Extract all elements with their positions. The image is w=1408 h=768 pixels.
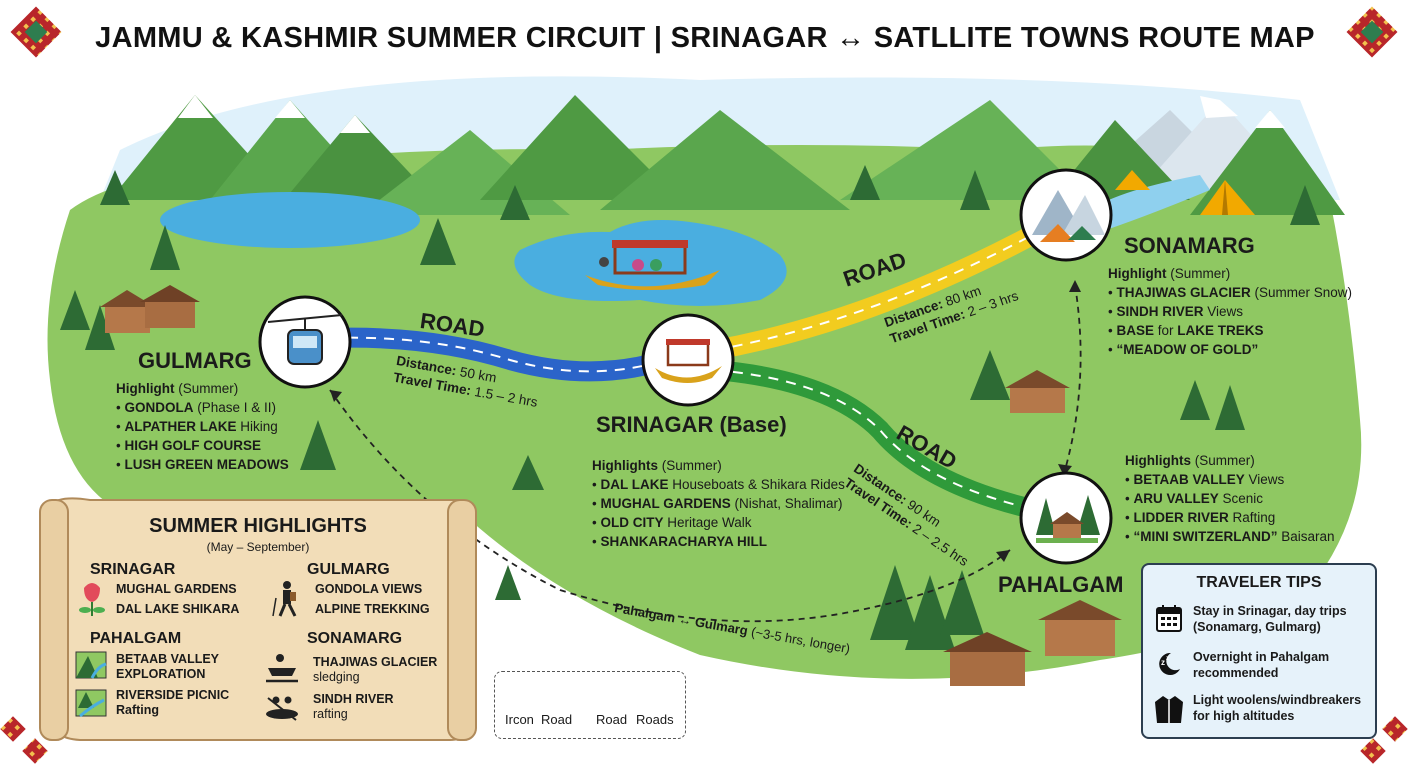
map-legend [494, 671, 686, 739]
scroll-item: THAJIWAS GLACIER sledging [313, 655, 438, 684]
traveler-tips-title: TRAVELER TIPS [1196, 574, 1322, 591]
forest-cabin-icon[interactable] [1019, 471, 1113, 565]
highlight-title: Highlight [116, 381, 175, 396]
scroll-item: SINDH RIVER rafting [313, 692, 394, 721]
corner-ornament-top-left-icon [10, 6, 62, 58]
road-srinagar-sonamarg [705, 210, 1070, 360]
gondola-icon[interactable] [258, 295, 352, 389]
list-item: HIGH GOLF COURSE [116, 436, 289, 455]
shikara-boat-on-lake [585, 240, 720, 290]
scroll-section-gulmarg: GULMARG [307, 561, 390, 578]
list-item: ARU VALLEY Scenic [1125, 489, 1335, 508]
list-item: ALPATHER LAKE Hiking [116, 417, 289, 436]
legend-label: Ircon [505, 712, 534, 727]
list-item: THAJIWAS GLACIER (Summer Snow) [1108, 283, 1352, 302]
scroll-section-srinagar: SRINAGAR [90, 561, 176, 578]
road-srinagar-pahalgam [705, 360, 1070, 525]
highlights-gulmarg: Highlight (Summer) GONDOLA (Phase I & II… [116, 379, 289, 474]
raft-icon [266, 696, 298, 721]
highlight-title: Highlights [1125, 453, 1191, 468]
tents [1115, 170, 1255, 215]
tulip-icon [79, 583, 105, 616]
highlight-season: (Summer) [661, 458, 722, 473]
lake-left [160, 192, 420, 248]
highlight-season: (Summer) [178, 381, 239, 396]
highlight-season: (Summer) [1170, 266, 1231, 281]
scroll-item: DAL LAKE SHIKARA [116, 602, 240, 616]
highlights-pahalgam: Highlights (Summer) BETAAB VALLEY Views … [1125, 451, 1335, 546]
summer-highlights-scroll [39, 497, 477, 741]
river [1082, 175, 1210, 232]
svg-text:z: z [1166, 656, 1169, 662]
list-item: OLD CITY Heritage Walk [592, 513, 845, 532]
scroll-item: MUGHAL GARDENS [116, 582, 237, 596]
traveler-tips-panel: TRAVELER TIPS Stay in Srinagar, day trip… [1141, 563, 1377, 739]
route-sonamarg-pahalgam [1064, 284, 1082, 471]
highlight-title: Highlights [592, 458, 658, 473]
list-item: GONDOLA (Phase I & II) [116, 398, 289, 417]
town-name-gulmarg: GULMARG [138, 348, 252, 373]
pine-trees [60, 165, 1320, 650]
svg-text:z: z [1161, 658, 1165, 667]
corner-ornament-top-right-icon [1346, 6, 1398, 58]
river-icon [75, 689, 107, 718]
scroll-section-sonamarg: SONAMARG [307, 630, 403, 647]
hiker-icon [272, 581, 297, 617]
jacket-icon [1155, 696, 1183, 723]
list-item: SINDH RIVER Views [1108, 302, 1352, 321]
tip-item: Overnight in Pahalgam recommended [1193, 650, 1330, 680]
list-item: LUSH GREEN MEADOWS [116, 455, 288, 474]
road-srinagar-gulmarg [320, 327, 690, 382]
summer-highlights-title: SUMMER HIGHLIGHTS [149, 515, 367, 537]
legend-label: Roads [636, 712, 674, 727]
scroll-item: GONDOLA VIEWS [315, 582, 423, 596]
scroll-section-pahalgam: PAHALGAM [90, 630, 182, 647]
highlights-sonamarg: Highlight (Summer) THAJIWAS GLACIER (Sum… [1108, 264, 1352, 359]
list-item: DAL LAKE Houseboats & Shikara Rides [592, 475, 844, 494]
route-pahalgam-gulmarg [329, 389, 1011, 623]
sledge-icon [266, 654, 298, 683]
scroll-item: ALPINE TREKKING [315, 602, 430, 616]
town-name-pahalgam: PAHALGAM [998, 572, 1124, 597]
highlights-srinagar: Highlights (Summer) DAL LAKE Houseboats … [592, 456, 845, 551]
highlight-season: (Summer) [1194, 453, 1255, 468]
list-item: “MINI SWITZERLAND” Baisaran [1125, 527, 1334, 546]
list-item: SHANKARACHARYA HILL [592, 532, 845, 551]
legend-label: Road [541, 712, 573, 727]
sleep-moon-icon: z z [1159, 652, 1180, 675]
town-name-srinagar: SRINAGAR (Base) [596, 412, 787, 437]
list-item: MUGHAL GARDENS (Nishat, Shalimar) [592, 494, 845, 513]
tip-item: Light woolens/windbreakers for high alti… [1193, 693, 1362, 723]
cabins [100, 285, 1122, 686]
list-item: BASE for LAKE TREKS [1108, 321, 1352, 340]
list-item: “MEADOW OF GOLD” [1108, 340, 1352, 359]
calendar-icon [1156, 605, 1182, 632]
scroll-item: RIVERSIDE PICNIC Rafting [116, 688, 230, 717]
list-item: BETAAB VALLEY Views [1125, 470, 1335, 489]
highlight-title: Highlight [1108, 266, 1167, 281]
summer-highlights-subtitle: (May – September) [206, 540, 310, 554]
legend-label: Road [596, 712, 628, 727]
corner-ornament-bottom-left-icon [0, 716, 48, 764]
page-title: JAMMU & KASHMIR SUMMER CIRCUIT | SRINAGA… [95, 22, 1315, 54]
valley-icon [75, 651, 107, 679]
scroll-item: BETAAB VALLEY EXPLORATION [116, 652, 220, 681]
town-name-sonamarg: SONAMARG [1124, 233, 1255, 258]
shikara-boat-icon[interactable] [641, 313, 735, 407]
list-item: LIDDER RIVER Rafting [1125, 508, 1335, 527]
tent-mountain-icon[interactable] [1019, 168, 1113, 262]
tip-item: Stay in Srinagar, day trips (Sonamarg, G… [1193, 604, 1347, 634]
